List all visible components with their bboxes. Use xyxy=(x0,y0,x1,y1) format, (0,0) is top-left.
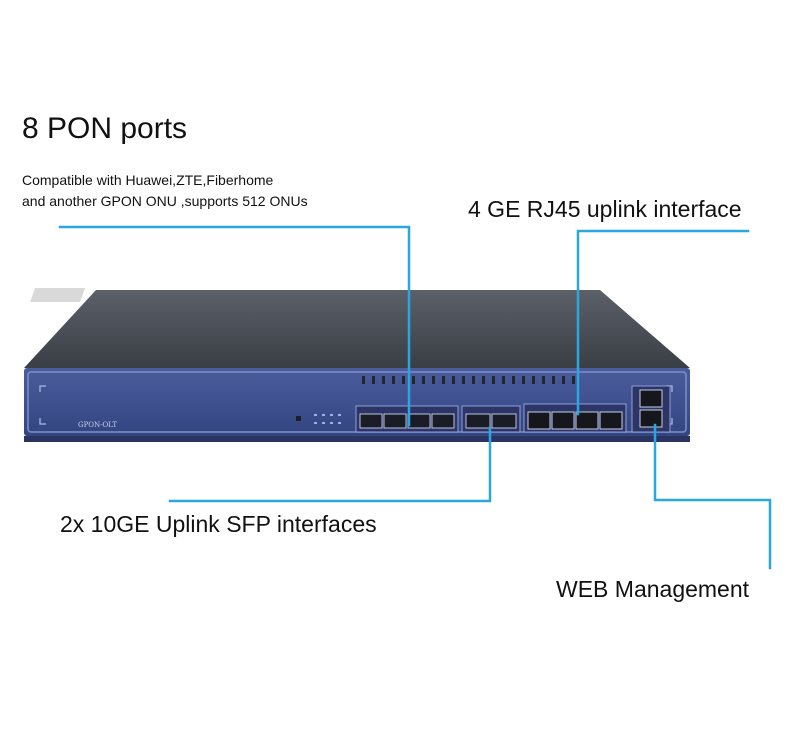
chassis-top xyxy=(24,290,690,368)
rj45-port-icon[interactable] xyxy=(599,411,623,430)
pon-compat-line-1: Compatible with Huawei,ZTE,Fiberhome xyxy=(22,172,274,188)
sfp-port-icon[interactable] xyxy=(465,413,491,429)
rj45-port-icon[interactable] xyxy=(527,411,551,430)
callout-lines xyxy=(58,225,772,570)
sfp-port-icon[interactable] xyxy=(359,413,383,429)
pon-callout-line xyxy=(58,225,411,427)
rj45-callout-line xyxy=(576,229,750,416)
sfp-port-icon[interactable] xyxy=(383,413,407,429)
pon-compat-line-2: and another GPON ONU ,supports 512 ONUs xyxy=(22,193,308,209)
pon-ports-title: 8 PON ports xyxy=(22,112,188,145)
sfp-uplink-label: 2x 10GE Uplink SFP interfaces xyxy=(60,511,377,537)
rj45-port-icon[interactable] xyxy=(639,389,663,408)
rj45-uplink-label: 4 GE RJ45 uplink interface xyxy=(468,196,742,222)
management-port-group xyxy=(631,385,671,433)
web-callout-line xyxy=(653,423,772,570)
rj45-port-icon[interactable] xyxy=(639,409,663,428)
sfp-port-icon[interactable] xyxy=(431,413,455,429)
sfp-port-icon[interactable] xyxy=(407,413,431,429)
sfp-callout-line xyxy=(168,426,492,503)
rj45-port-icon[interactable] xyxy=(551,411,575,430)
reset-button[interactable] xyxy=(296,416,301,421)
web-management-label: WEB Management xyxy=(556,576,750,602)
sfp-port-icon[interactable] xyxy=(491,413,517,429)
rj45-port-icon[interactable] xyxy=(575,411,599,430)
status-leds xyxy=(314,414,341,424)
ten-ge-sfp-group xyxy=(461,405,521,433)
model-label: GPON-OLT xyxy=(78,421,117,429)
pon-port-group xyxy=(355,405,459,433)
chassis-sticker xyxy=(30,288,86,302)
vent-slots xyxy=(362,376,575,384)
rj45-uplink-group xyxy=(523,403,627,433)
